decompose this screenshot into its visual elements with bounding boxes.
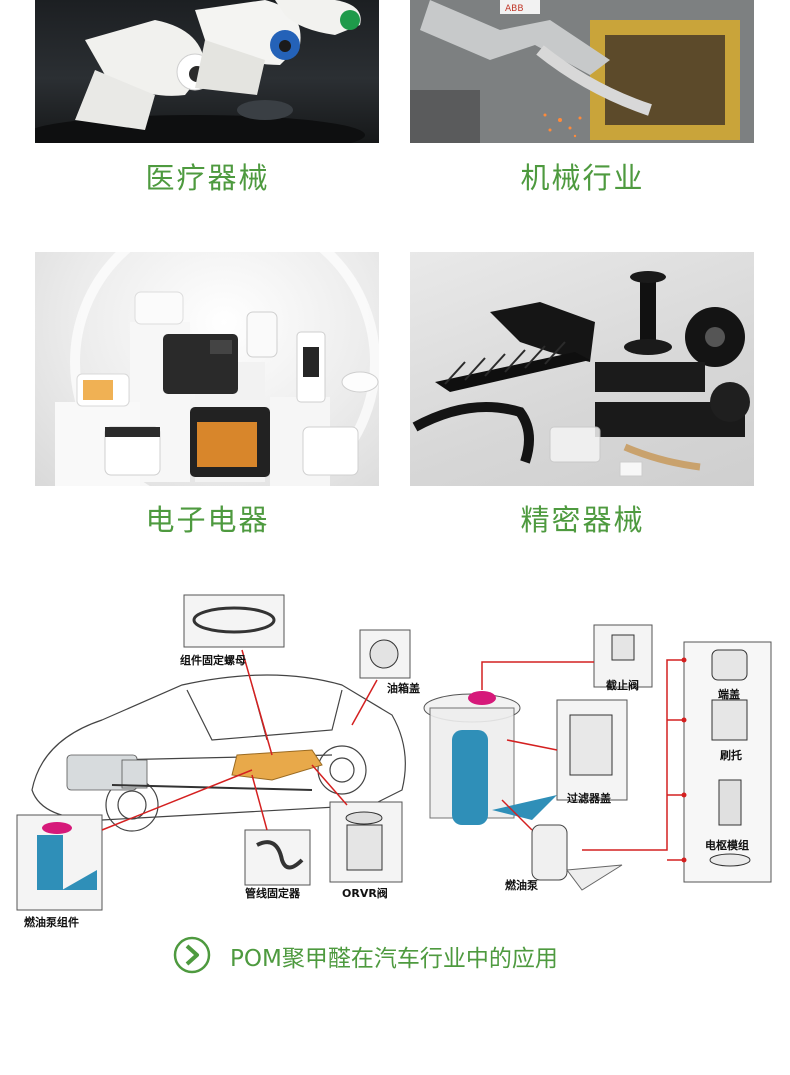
label-fuel-cap: 油箱盖 — [387, 682, 420, 695]
svg-text:ABB: ABB — [505, 4, 524, 14]
automotive-application-diagram: 组件固定螺母 油箱盖 燃油泵组件 管线固定器 ORVR阀 截止阀 过滤器盖 燃油… — [12, 590, 777, 929]
category-electronics-label: 电子电器 — [145, 503, 270, 537]
label-pipe-fixer: 管线固定器 — [245, 887, 300, 900]
label-filter-cover: 过滤器盖 — [567, 792, 611, 805]
label-armature-module: 电枢模组 — [705, 839, 749, 852]
label-brush-holder: 刷托 — [720, 749, 742, 762]
label-assembly-nut: 组件固定螺母 — [180, 654, 246, 667]
chevron-right-circle-icon — [172, 935, 212, 975]
section-heading-text: POM聚甲醛在汽车行业中的应用 — [230, 946, 558, 972]
label-fuel-pump: 燃油泵 — [505, 879, 538, 892]
label-end-cover: 端盖 — [718, 688, 740, 701]
precision-parts-photo — [410, 252, 754, 486]
label-fuel-pump-assembly: 燃油泵组件 — [24, 916, 79, 929]
medical-devices-photo — [35, 0, 379, 143]
label-check-valve: 截止阀 — [606, 679, 639, 692]
category-machinery-label: 机械行业 — [520, 161, 645, 195]
label-orvr-valve: ORVR阀 — [342, 887, 388, 900]
section-heading: POM聚甲醛在汽车行业中的应用 — [172, 935, 632, 979]
category-medical-label: 医疗器械 — [145, 161, 270, 195]
machinery-photo: ABB — [410, 0, 754, 143]
electronics-photo — [35, 252, 379, 486]
category-precision-label: 精密器械 — [520, 503, 645, 537]
